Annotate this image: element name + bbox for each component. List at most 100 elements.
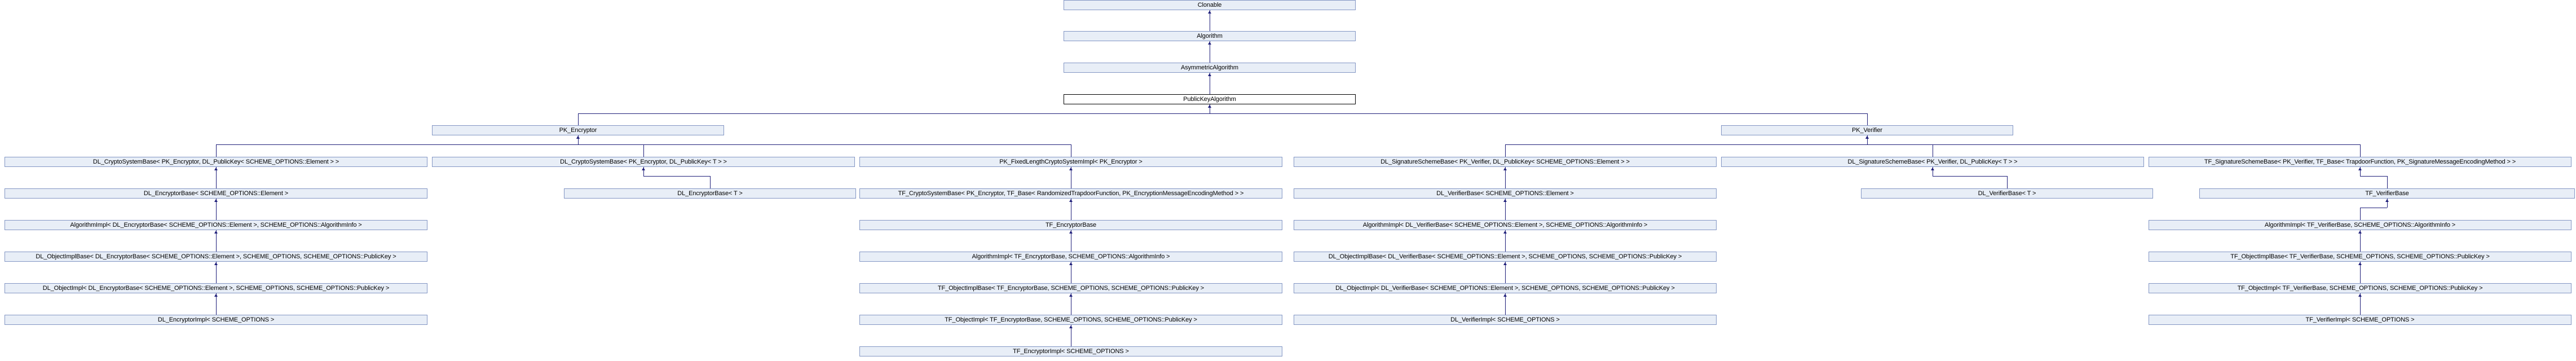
class-node-dl-verifierbase-so[interactable]: DL_VerifierBase< SCHEME_OPTIONS::Element… [1294, 188, 1717, 199]
inheritance-edge [643, 144, 644, 157]
class-node-tf-verifierbase[interactable]: TF_VerifierBase [2199, 188, 2575, 199]
class-node-label: Clonable [1197, 1, 1222, 8]
inheritance-arrowhead-icon [642, 168, 645, 170]
class-node-dl-cryptosystembase-t[interactable]: DL_CryptoSystemBase< PK_Encryptor, DL_Pu… [432, 157, 855, 167]
class-node-dl-sigschemebase-so[interactable]: DL_SignatureSchemeBase< PK_Verifier, DL_… [1294, 157, 1717, 167]
inheritance-edge [2387, 176, 2388, 188]
class-node-tf-objimplbase-enc[interactable]: TF_ObjectImplBase< TF_EncryptorBase, SCH… [859, 283, 1282, 293]
class-node-label: TF_CryptoSystemBase< PK_Encryptor, TF_Ba… [898, 190, 1244, 197]
inheritance-edge [1505, 199, 1506, 220]
class-node-label: DL_VerifierBase< SCHEME_OPTIONS::Element… [1436, 190, 1574, 197]
class-node-label: TF_VerifierBase [2365, 190, 2409, 197]
class-node-label: DL_VerifierImpl< SCHEME_OPTIONS > [1450, 316, 1560, 323]
class-node-label: AlgorithmImpl< TF_VerifierBase, SCHEME_O… [2264, 221, 2456, 228]
inheritance-edge [578, 113, 1210, 114]
inheritance-edge [578, 113, 579, 125]
class-node-tf-cryptosystembase[interactable]: TF_CryptoSystemBase< PK_Encryptor, TF_Ba… [859, 188, 1282, 199]
class-node-algorithm[interactable]: Algorithm [1064, 31, 1356, 41]
class-node-dl-objimpl-enc[interactable]: DL_ObjectImpl< DL_EncryptorBase< SCHEME_… [5, 283, 427, 293]
class-node-label: DL_ObjectImpl< DL_EncryptorBase< SCHEME_… [42, 284, 390, 292]
inheritance-arrowhead-icon [1865, 136, 1869, 139]
inheritance-arrowhead-icon [1069, 168, 1073, 170]
inheritance-arrowhead-icon [1208, 11, 1211, 14]
inheritance-arrowhead-icon [2358, 168, 2362, 170]
class-node-pk-encryptor[interactable]: PK_Encryptor [432, 125, 724, 135]
inheritance-arrowhead-icon [1503, 294, 1507, 297]
class-node-dl-encryptorbase-t[interactable]: DL_EncryptorBase< T > [564, 188, 856, 199]
inheritance-edge [1505, 293, 1506, 315]
class-node-tf-encryptorbase[interactable]: TF_EncryptorBase [859, 220, 1282, 230]
class-node-label: PublicKeyAlgorithm [1183, 95, 1236, 103]
class-node-dl-encryptorbase-so[interactable]: DL_EncryptorBase< SCHEME_OPTIONS::Elemen… [5, 188, 427, 199]
class-node-label: TF_EncryptorImpl< SCHEME_OPTIONS > [1013, 347, 1129, 355]
class-node-label: PK_FixedLengthCryptoSystemImpl< PK_Encry… [999, 158, 1143, 165]
class-node-label: DL_EncryptorImpl< SCHEME_OPTIONS > [157, 316, 275, 323]
class-node-dl-objimplbase-enc[interactable]: DL_ObjectImplBase< DL_EncryptorBase< SCH… [5, 252, 427, 262]
inheritance-arrowhead-icon [1503, 168, 1507, 170]
class-node-tf-sigschemebase[interactable]: TF_SignatureSchemeBase< PK_Verifier, TF_… [2149, 157, 2571, 167]
inheritance-edge [216, 230, 217, 252]
inheritance-edge [216, 167, 217, 188]
class-node-label: PK_Encryptor [559, 126, 597, 134]
class-node-dl-cryptosystembase-so[interactable]: DL_CryptoSystemBase< PK_Encryptor, DL_Pu… [5, 157, 427, 167]
inheritance-arrowhead-icon [1208, 73, 1211, 76]
class-node-pk-fixedlength-impl[interactable]: PK_FixedLengthCryptoSystemImpl< PK_Encry… [859, 157, 1282, 167]
class-node-pk-verifier[interactable]: PK_Verifier [1721, 125, 2013, 135]
class-node-label: DL_EncryptorBase< T > [677, 190, 743, 197]
inheritance-edge [2360, 293, 2361, 315]
class-node-dl-verifierimpl[interactable]: DL_VerifierImpl< SCHEME_OPTIONS > [1294, 315, 1717, 325]
class-node-dl-encryptorimpl[interactable]: DL_EncryptorImpl< SCHEME_OPTIONS > [5, 315, 427, 325]
inheritance-edge [216, 144, 217, 157]
class-node-tf-verifierimpl[interactable]: TF_VerifierImpl< SCHEME_OPTIONS > [2149, 315, 2571, 325]
inheritance-edge [643, 167, 644, 176]
class-node-tf-objimpl-enc[interactable]: TF_ObjectImpl< TF_EncryptorBase, SCHEME_… [859, 315, 1282, 325]
class-node-label: DL_ObjectImplBase< DL_EncryptorBase< SCH… [36, 253, 396, 260]
inheritance-edge [1505, 144, 1867, 145]
class-node-clonable[interactable]: Clonable [1064, 0, 1356, 10]
inheritance-arrowhead-icon [1069, 262, 1073, 265]
inheritance-edge [216, 262, 217, 283]
class-node-tf-objimplbase-ver[interactable]: TF_ObjectImplBase< TF_VerifierBase, SCHE… [2149, 252, 2571, 262]
class-node-label: DL_SignatureSchemeBase< PK_Verifier, DL_… [1380, 158, 1630, 165]
inheritance-edge [578, 144, 1071, 145]
inheritance-arrowhead-icon [1503, 262, 1507, 265]
class-node-dl-objimplbase-ver[interactable]: DL_ObjectImplBase< DL_VerifierBase< SCHE… [1294, 252, 1717, 262]
class-node-label: DL_CryptoSystemBase< PK_Encryptor, DL_Pu… [560, 158, 727, 165]
inheritance-edge [1210, 113, 1867, 114]
inheritance-arrowhead-icon [1069, 199, 1073, 202]
class-node-label: TF_VerifierImpl< SCHEME_OPTIONS > [2305, 316, 2415, 323]
inheritance-edge [2007, 176, 2008, 188]
inheritance-arrowhead-icon [1069, 294, 1073, 297]
class-node-label: Algorithm [1197, 32, 1223, 39]
inheritance-edge [1867, 144, 2360, 145]
class-node-label: AsymmetricAlgorithm [1180, 64, 1238, 71]
class-node-algoimpl-dl-ver[interactable]: AlgorithmImpl< DL_VerifierBase< SCHEME_O… [1294, 220, 1717, 230]
class-node-label: TF_SignatureSchemeBase< PK_Verifier, TF_… [2204, 158, 2516, 165]
class-node-tf-objimpl-ver[interactable]: TF_ObjectImpl< TF_VerifierBase, SCHEME_O… [2149, 283, 2571, 293]
inheritance-arrowhead-icon [2358, 262, 2362, 265]
inheritance-edge [2387, 199, 2388, 208]
class-node-label: TF_ObjectImpl< TF_EncryptorBase, SCHEME_… [945, 316, 1197, 323]
class-node-asymmetric-algorithm[interactable]: AsymmetricAlgorithm [1064, 63, 1356, 73]
class-node-algoimpl-tf-enc[interactable]: AlgorithmImpl< TF_EncryptorBase, SCHEME_… [859, 252, 1282, 262]
inheritance-arrowhead-icon [214, 168, 218, 170]
class-node-public-key-algorithm[interactable]: PublicKeyAlgorithm [1064, 94, 1356, 104]
class-node-algoimpl-dl-enc[interactable]: AlgorithmImpl< DL_EncryptorBase< SCHEME_… [5, 220, 427, 230]
class-node-dl-objimpl-ver[interactable]: DL_ObjectImpl< DL_VerifierBase< SCHEME_O… [1294, 283, 1717, 293]
inheritance-arrowhead-icon [576, 136, 580, 139]
class-node-dl-verifierbase-t[interactable]: DL_VerifierBase< T > [1861, 188, 2153, 199]
inheritance-edge [216, 293, 217, 315]
inheritance-edge [1505, 230, 1506, 252]
inheritance-edge [216, 199, 217, 220]
class-node-label: TF_EncryptorBase [1045, 221, 1097, 228]
inheritance-edge [2360, 230, 2361, 252]
class-node-dl-sigschemebase-t[interactable]: DL_SignatureSchemeBase< PK_Verifier, DL_… [1721, 157, 2144, 167]
inheritance-edge [216, 144, 578, 145]
class-node-algoimpl-tf-ver[interactable]: AlgorithmImpl< TF_VerifierBase, SCHEME_O… [2149, 220, 2571, 230]
class-node-tf-encryptorimpl[interactable]: TF_EncryptorImpl< SCHEME_OPTIONS > [859, 346, 1282, 356]
class-node-label: DL_SignatureSchemeBase< PK_Verifier, DL_… [1847, 158, 2018, 165]
class-node-label: PK_Verifier [1852, 126, 1882, 134]
inheritance-arrowhead-icon [2358, 294, 2362, 297]
inheritance-edge [643, 176, 710, 177]
